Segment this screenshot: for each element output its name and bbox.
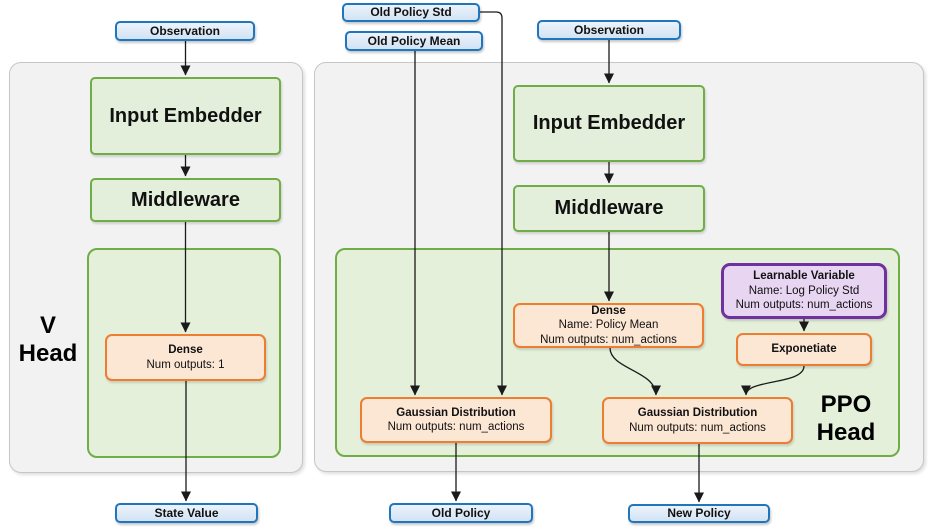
dense-policy-mean-name: Name: Policy Mean — [558, 319, 659, 332]
input-embedder-node-right: Input Embedder — [513, 85, 705, 162]
learnable-variable-title: Learnable Variable — [753, 270, 855, 283]
gaussian-new-num-outputs: Num outputs: num_actions — [629, 421, 766, 434]
ppo-head-title-line1: PPO — [820, 391, 872, 418]
middleware-label-right: Middleware — [554, 197, 664, 219]
learnable-variable-num-outputs: Num outputs: num_actions — [735, 299, 873, 312]
old-policy-label: Old Policy — [431, 505, 491, 520]
old-policy-std-node: Old Policy Std — [342, 3, 480, 22]
gaussian-old-title: Gaussian Distribution — [396, 406, 516, 419]
new-policy-label: New Policy — [667, 506, 731, 520]
exponetiate-label: Exponetiate — [771, 343, 837, 356]
old-policy-mean-label: Old Policy Mean — [367, 33, 461, 48]
old-policy-node: Old Policy — [389, 503, 533, 523]
middleware-node-left: Middleware — [90, 178, 281, 222]
input-embedder-node-left: Input Embedder — [90, 77, 281, 155]
input-embedder-label-left: Input Embedder — [109, 104, 262, 127]
ppo-head-title-line2: Head — [816, 418, 876, 446]
observation-label-right: Observation — [573, 22, 645, 37]
learnable-variable-node: Learnable Variable Name: Log Policy Std … — [721, 263, 887, 319]
old-policy-std-label: Old Policy Std — [370, 5, 452, 19]
v-head-title: V Head — [13, 312, 83, 367]
middleware-label-left: Middleware — [131, 188, 240, 211]
dense-num-outputs-v: Num outputs: 1 — [146, 358, 225, 371]
observation-node-left: Observation — [115, 21, 255, 41]
observation-node-right: Observation — [537, 20, 681, 40]
old-policy-mean-node: Old Policy Mean — [345, 31, 483, 51]
middleware-node-right: Middleware — [513, 185, 705, 232]
dense-title-v: Dense — [168, 344, 203, 357]
dense-policy-mean-num-outputs: Num outputs: num_actions — [540, 333, 677, 346]
state-value-label: State Value — [154, 505, 219, 520]
dense-policy-mean-node: Dense Name: Policy Mean Num outputs: num… — [513, 303, 704, 348]
ppo-head-title: PPO Head — [805, 391, 887, 446]
state-value-node: State Value — [115, 503, 258, 523]
v-head-title-line2: Head — [18, 339, 78, 367]
learnable-variable-name: Name: Log Policy Std — [748, 284, 860, 297]
v-head-title-line1: V — [39, 312, 56, 339]
gaussian-new-title: Gaussian Distribution — [637, 407, 758, 420]
input-embedder-label-right: Input Embedder — [532, 112, 686, 134]
gaussian-old-num-outputs: Num outputs: num_actions — [387, 421, 525, 433]
gaussian-distribution-old-node: Gaussian Distribution Num outputs: num_a… — [360, 397, 552, 443]
exponetiate-node: Exponetiate — [736, 333, 872, 366]
observation-label-left: Observation — [149, 23, 221, 38]
dense-policy-mean-title: Dense — [591, 304, 626, 317]
dense-node-v: Dense Num outputs: 1 — [105, 334, 266, 381]
new-policy-node: New Policy — [628, 504, 770, 523]
gaussian-distribution-new-node: Gaussian Distribution Num outputs: num_a… — [602, 397, 793, 444]
